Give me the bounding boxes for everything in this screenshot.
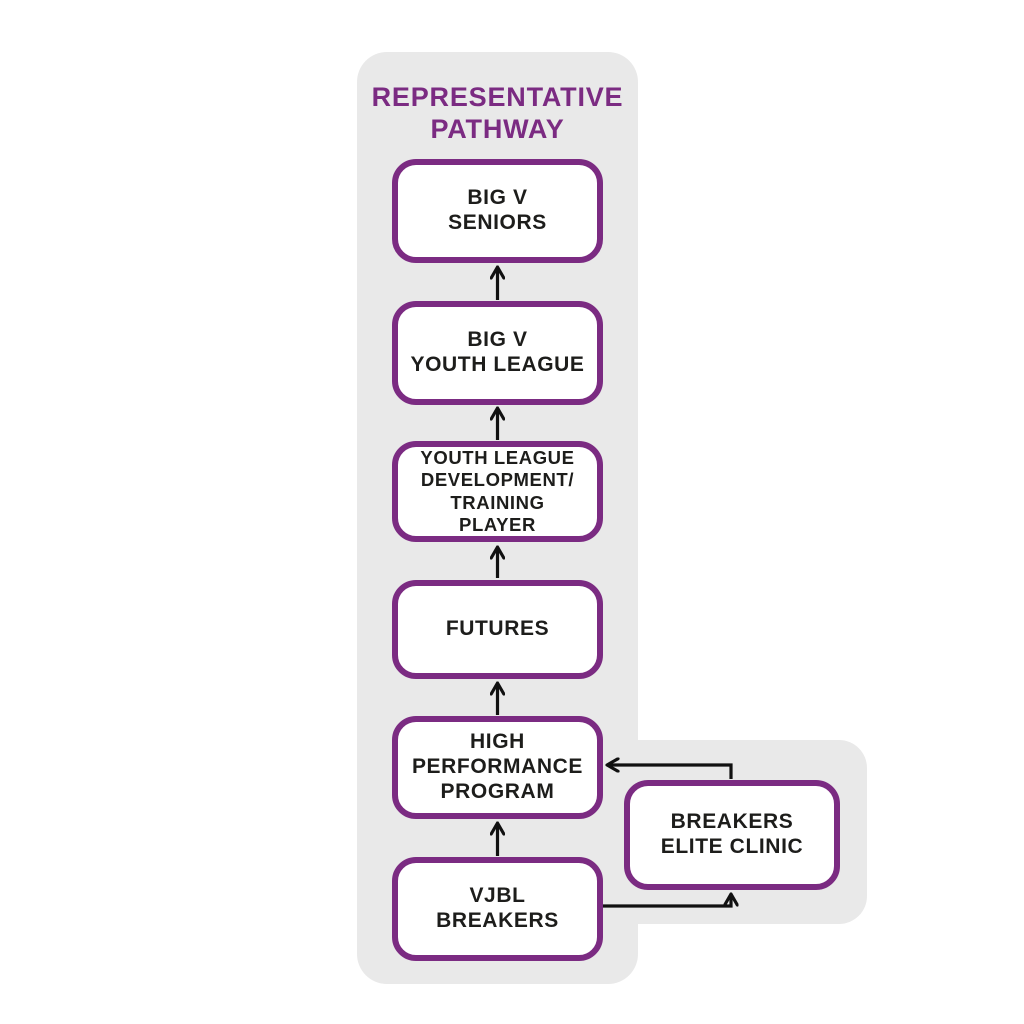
node-high-performance-program: HIGH PERFORMANCE PROGRAM bbox=[392, 716, 603, 819]
node-big-v-youth-league: BIG V YOUTH LEAGUE bbox=[392, 301, 603, 405]
node-vjbl-breakers-label: VJBL BREAKERS bbox=[436, 884, 559, 932]
node-breakers-elite-clinic: BREAKERS ELITE CLINIC bbox=[624, 780, 840, 890]
node-futures: FUTURES bbox=[392, 580, 603, 679]
node-breakers-elite-clinic-label: BREAKERS ELITE CLINIC bbox=[660, 810, 804, 858]
node-big-v-seniors: BIG V SENIORS bbox=[392, 159, 603, 263]
arrow-eliteclinic-to-hpp bbox=[609, 765, 733, 779]
node-futures-label: FUTURES bbox=[445, 617, 550, 641]
node-big-v-seniors-label: BIG V SENIORS bbox=[448, 186, 547, 234]
arrow-vjbl-to-eliteclinic bbox=[602, 896, 731, 908]
diagram-title: REPRESENTATIVE PATHWAY bbox=[371, 82, 624, 144]
node-big-v-youth-league-label: BIG V YOUTH LEAGUE bbox=[410, 328, 585, 376]
node-youth-league-development: YOUTH LEAGUE DEVELOPMENT/ TRAINING PLAYE… bbox=[392, 441, 603, 542]
node-youth-league-development-label: YOUTH LEAGUE DEVELOPMENT/ TRAINING PLAYE… bbox=[420, 447, 575, 535]
node-high-performance-program-label: HIGH PERFORMANCE PROGRAM bbox=[411, 730, 584, 803]
node-vjbl-breakers: VJBL BREAKERS bbox=[392, 857, 603, 961]
